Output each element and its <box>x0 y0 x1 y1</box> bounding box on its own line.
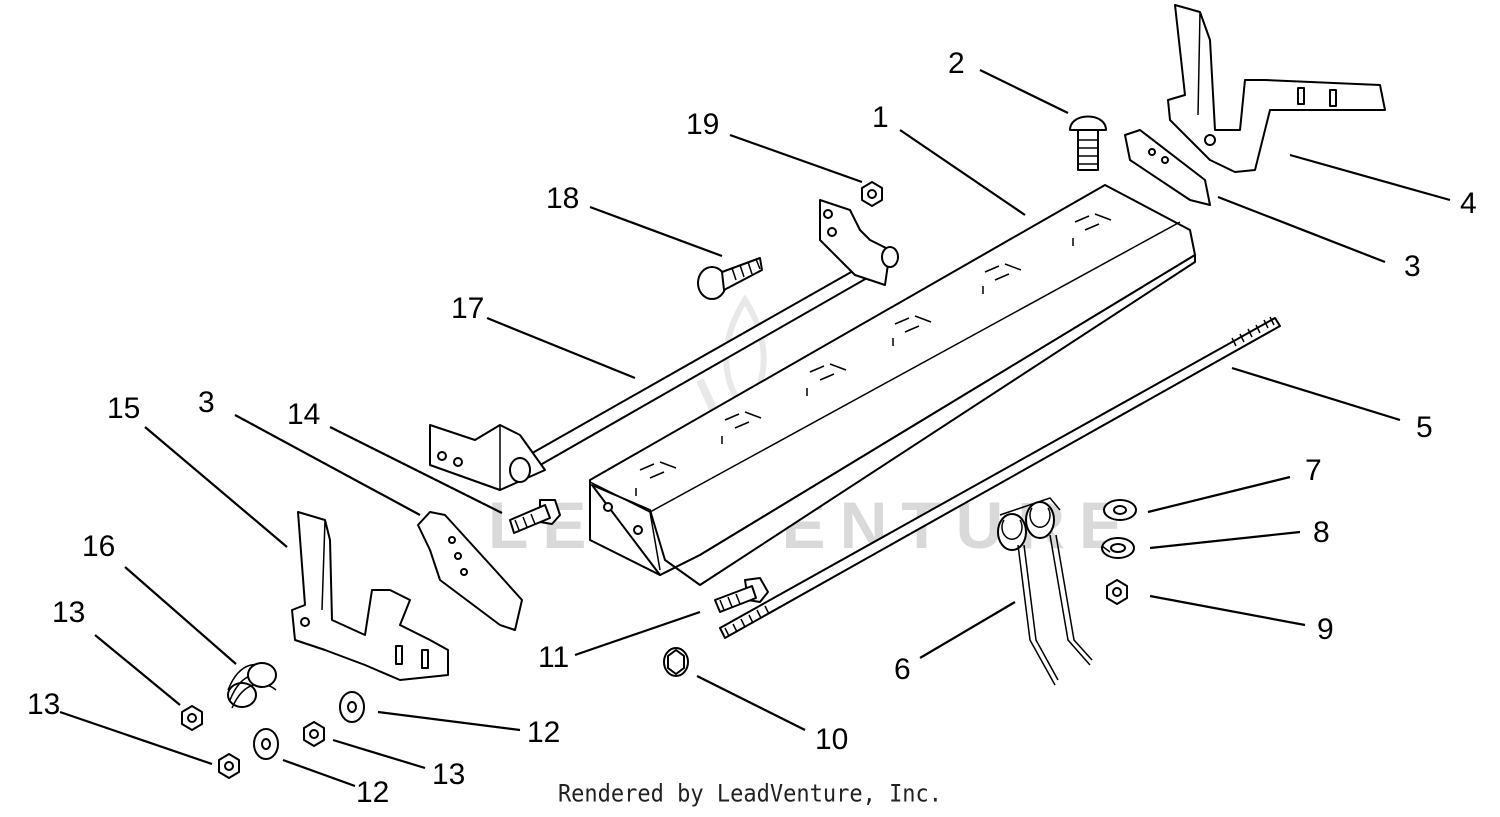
hex-bolt-14 <box>509 499 561 534</box>
nut-13-c <box>303 721 325 747</box>
callout-19: 19 <box>686 108 719 141</box>
callout-5: 5 <box>1416 411 1433 444</box>
callout-11: 11 <box>538 641 569 674</box>
bracket-3-left <box>417 511 523 631</box>
washer-7 <box>1103 499 1137 521</box>
callout-16: 16 <box>82 530 115 563</box>
callout-labels: 1 2 3 4 5 6 7 8 9 10 11 12 12 13 13 13 1… <box>27 47 1477 809</box>
threaded-rod-5 <box>719 316 1281 639</box>
callout-13-b: 13 <box>27 688 60 721</box>
leader-lines <box>59 69 1451 788</box>
callout-4: 4 <box>1460 187 1477 220</box>
nut-13-a <box>181 705 203 731</box>
render-credit: Rendered by LeadVenture, Inc. <box>557 780 943 809</box>
callout-15: 15 <box>107 392 140 425</box>
callout-13-c: 13 <box>432 758 465 791</box>
callout-13-a: 13 <box>52 596 85 629</box>
nut-19 <box>861 181 883 207</box>
callout-10: 10 <box>815 723 848 756</box>
callout-3-left: 3 <box>198 386 215 419</box>
rake-bar <box>589 184 1196 586</box>
axle-assembly <box>429 199 899 491</box>
callout-12-a: 12 <box>527 716 560 749</box>
callout-7: 7 <box>1305 454 1322 487</box>
callout-9: 9 <box>1317 613 1334 646</box>
nut-13-b <box>218 753 240 779</box>
washer-12-b <box>339 691 365 723</box>
carriage-bolt-2 <box>1069 115 1107 171</box>
lock-washer-8 <box>1101 537 1135 559</box>
callout-1: 1 <box>872 101 889 134</box>
spring-16 <box>227 662 277 709</box>
callout-6: 6 <box>894 653 911 686</box>
support-arm-15 <box>291 511 449 681</box>
callout-17: 17 <box>451 292 484 325</box>
callout-18: 18 <box>546 182 579 215</box>
support-arm-4 <box>1167 4 1386 173</box>
carriage-bolt-18 <box>697 257 763 300</box>
callout-2: 2 <box>948 47 965 80</box>
tine-spring-6 <box>997 497 1093 686</box>
callout-8: 8 <box>1313 516 1330 549</box>
callout-14: 14 <box>287 398 320 431</box>
nut-9 <box>1106 579 1128 605</box>
callout-12-b: 12 <box>356 776 389 809</box>
callout-3-right: 3 <box>1404 250 1421 283</box>
bracket-3-right <box>1124 129 1211 206</box>
hex-bolt-11 <box>714 577 769 613</box>
washer-12-a <box>253 728 279 760</box>
flange-nut-10 <box>663 647 689 677</box>
